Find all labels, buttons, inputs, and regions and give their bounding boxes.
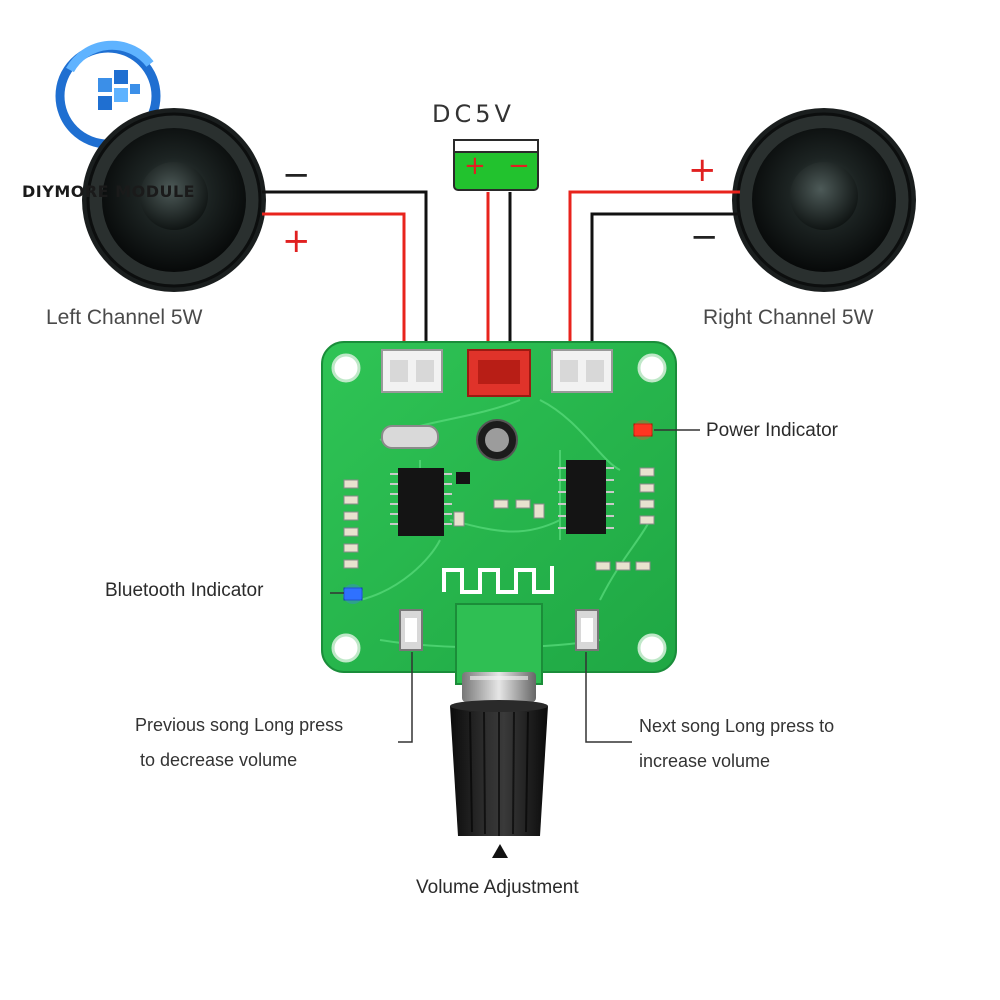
wires [262,190,740,360]
prev-song-label-line2: to decrease volume [140,750,298,770]
right-minus-sign: − [690,217,719,257]
amplifier-board [321,341,677,673]
right-channel-label: Right Channel 5W [703,306,874,329]
power-plus-sign: + [464,151,486,181]
power-indicator-label: Power Indicator [706,420,839,441]
prev-song-label-line1: Previous song Long press [135,715,344,735]
left-channel-label: Left Channel 5W [46,306,203,329]
power-label: DC5V [432,100,515,128]
power-minus-sign: − [508,151,530,181]
right-speaker-icon [732,108,916,292]
left-plus-sign: + [282,221,311,261]
leader-lines [330,429,700,743]
bluetooth-indicator-label: Bluetooth Indicator [105,580,264,601]
next-song-label-line1: Next song Long press to [639,716,835,736]
left-speaker-icon [82,108,266,292]
brand-logo-text: DIYMORE MODULE [22,182,196,201]
right-plus-sign: + [688,150,717,190]
volume-knob-icon [450,603,548,858]
left-minus-sign: − [282,155,311,195]
next-song-label-line2: increase volume [639,751,771,771]
power-connector-icon [453,139,539,191]
volume-adjustment-label: Volume Adjustment [416,877,579,898]
